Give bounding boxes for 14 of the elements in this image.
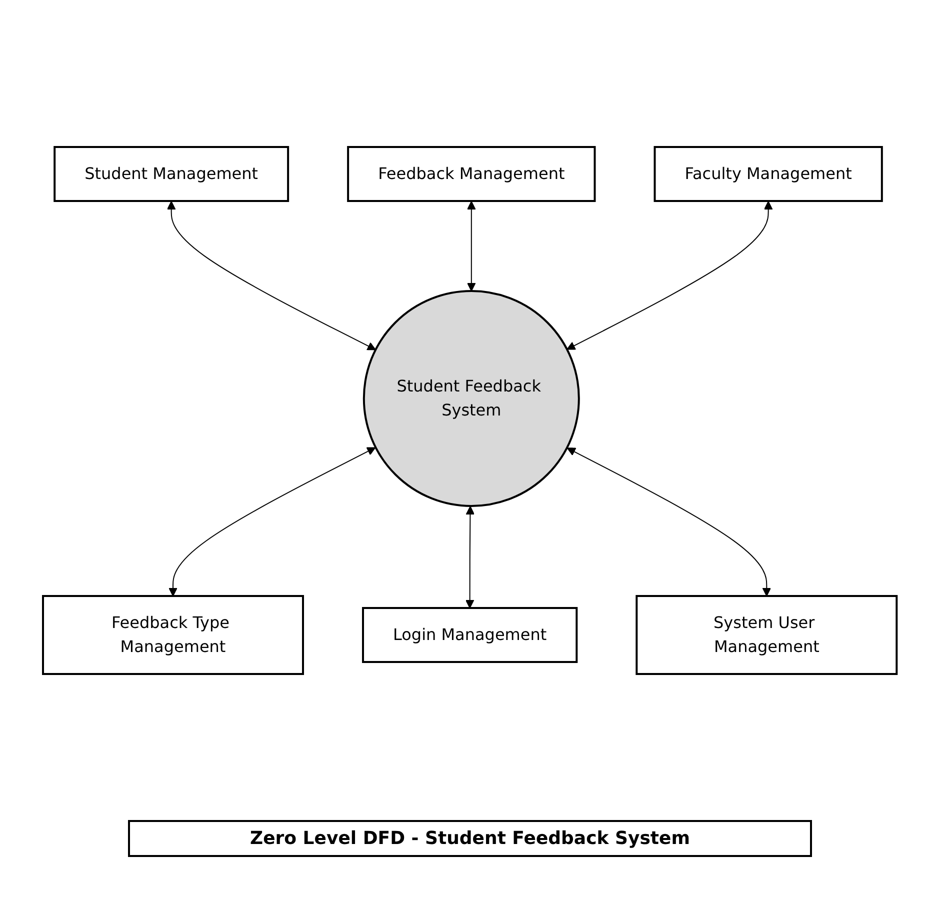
node-box: Feedback Type Management — [42, 594, 304, 674]
node-box: System User Management — [636, 594, 898, 674]
node-box: Feedback Management — [347, 146, 596, 202]
arrow — [167, 200, 376, 350]
arrow — [168, 446, 376, 596]
diagram-title: Zero Level DFD - Student Feedback System — [128, 820, 812, 857]
arrow — [466, 506, 475, 608]
node-box: Faculty Management — [654, 146, 884, 202]
arrow — [566, 200, 773, 350]
arrow — [467, 200, 476, 291]
arrow — [567, 447, 772, 596]
node-circle: Student Feedback System — [363, 290, 580, 506]
node-box: Student Management — [54, 146, 290, 202]
node-box: Login Management — [362, 606, 578, 662]
